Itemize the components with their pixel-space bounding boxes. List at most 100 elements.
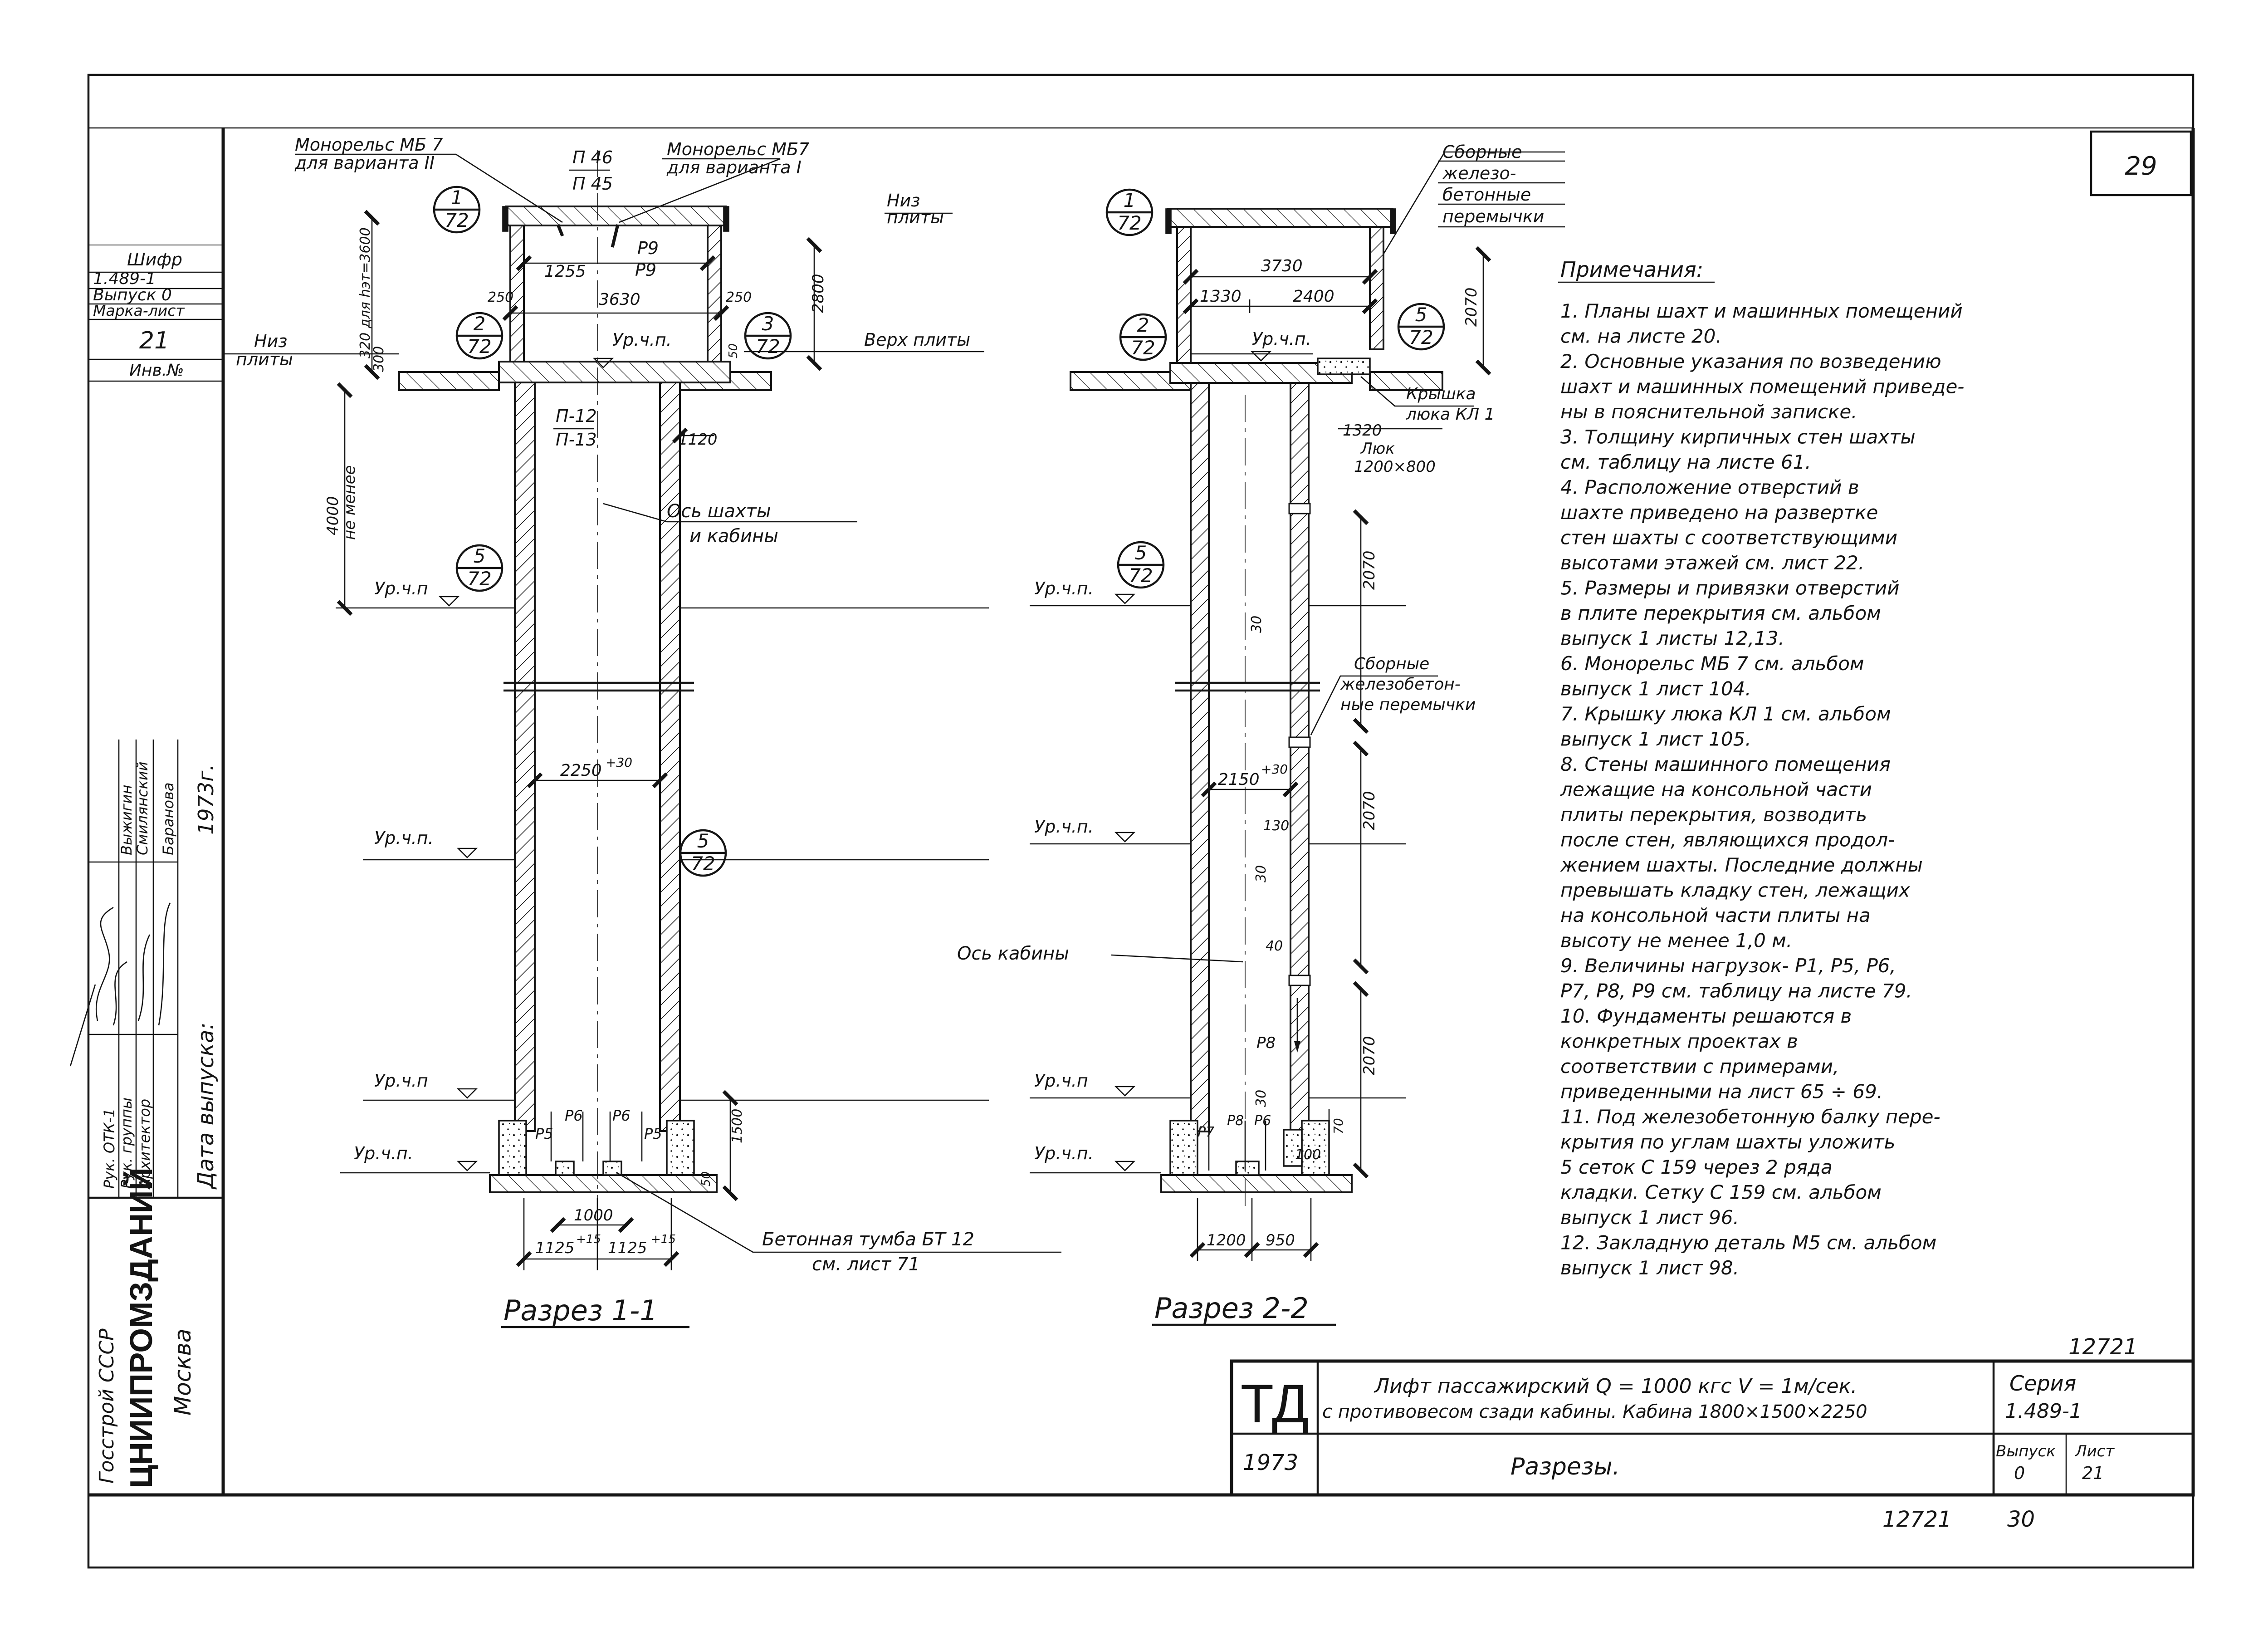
s1-ur-c: Ур.ч.п bbox=[374, 1071, 428, 1091]
s1-tumba-2: см. лист 71 bbox=[812, 1254, 920, 1275]
note-line: Р7, Р8, Р9 см. таблицу на листе 79. bbox=[1560, 980, 1912, 1002]
s2-dim-40: 40 bbox=[1266, 938, 1283, 954]
note-line: после стен, являющихся продол- bbox=[1560, 829, 1895, 851]
s1-monorail-right-2: для варианта I bbox=[666, 157, 802, 177]
org-city: Москва bbox=[170, 1328, 196, 1416]
s1-dim-2250: 2250 bbox=[560, 761, 602, 780]
s2-sborn-4: перемычки bbox=[1442, 206, 1545, 226]
s1-ur-a: Ур.ч.п bbox=[374, 578, 428, 598]
note-line: ны в пояснительной записке. bbox=[1560, 401, 1857, 423]
s2-dim-70: 70 bbox=[1331, 1118, 1346, 1134]
s2-lyuk-2: 1200×800 bbox=[1354, 458, 1436, 476]
s2-sborn-3: бетонные bbox=[1442, 185, 1531, 205]
s1-bubble-1-top: 1 bbox=[451, 186, 463, 209]
s2-bubble-1-top: 1 bbox=[1124, 189, 1136, 211]
s2-p8: Р8 bbox=[1256, 1034, 1276, 1052]
s1-bubble-2-bottom: 72 bbox=[467, 335, 491, 358]
s1-dim-1000: 1000 bbox=[574, 1206, 613, 1225]
note-line: 3. Толщину кирпичных стен шахты bbox=[1560, 426, 1916, 448]
s1-dim-1500: 1500 bbox=[729, 1109, 745, 1143]
issue-year: 1973г. bbox=[194, 764, 218, 835]
s2-dim-1320: 1320 bbox=[1343, 421, 1382, 440]
s2-dim-2070-a: 2070 bbox=[1360, 550, 1378, 590]
s2-sborn-2: железо- bbox=[1442, 163, 1516, 183]
bottom-number-right: 30 bbox=[2007, 1507, 2035, 1532]
s1-tol-15b: +15 bbox=[651, 1233, 676, 1246]
note-line: 5. Размеры и привязки отверстий bbox=[1560, 577, 1900, 599]
s1-p6b: Р6 bbox=[612, 1107, 631, 1124]
note-line: 1. Планы шахт и машинных помещений bbox=[1560, 300, 1963, 322]
s2-dim-1330: 1330 bbox=[1200, 287, 1242, 306]
s1-dim-250-r: 250 bbox=[726, 289, 752, 305]
tb-subtitle: Разрезы. bbox=[1510, 1453, 1620, 1480]
s2-dim-2150-tol: +30 bbox=[1261, 762, 1288, 777]
s1-monorail-right-1: Монорельс МБ7 bbox=[667, 139, 809, 159]
note-line: 9. Величины нагрузок- Р1, Р5, Р6, bbox=[1560, 955, 1896, 977]
s2-dim-2150: 2150 bbox=[1218, 770, 1260, 789]
s2-sborn2-3: ные перемычки bbox=[1340, 696, 1476, 714]
side-strip bbox=[88, 245, 224, 1495]
s1-ur-top: Ур.ч.п. bbox=[612, 330, 672, 350]
tb-sheet-value: 21 bbox=[2082, 1463, 2104, 1483]
s1-p6a: Р6 bbox=[565, 1107, 583, 1124]
issue-label: Выпуск 0 bbox=[93, 286, 172, 304]
s2-lyuk-1: Люк bbox=[1360, 440, 1395, 458]
s1-bubble-4-bottom: 72 bbox=[467, 568, 491, 590]
s2-dim-2400: 2400 bbox=[1293, 287, 1334, 306]
tb-series-label: Серия bbox=[2009, 1371, 2076, 1396]
tb-title-1: Лифт пассажирский Q = 1000 кгс V = 1м/се… bbox=[1374, 1375, 1857, 1398]
s1-tumba-1: Бетонная тумба БТ 12 bbox=[762, 1229, 974, 1250]
s1-tol-15a: +15 bbox=[576, 1233, 601, 1246]
s1-niz-1: Низ bbox=[887, 191, 920, 211]
tb-year: 1973 bbox=[1243, 1450, 1298, 1475]
note-line: стен шахты с соответствующими bbox=[1560, 527, 1897, 549]
s2-dim-2070-c: 2070 bbox=[1360, 1036, 1378, 1075]
note-line: шахте приведено на развертке bbox=[1560, 501, 1878, 524]
issue-date-label: Дата выпуска: bbox=[193, 1023, 219, 1190]
org-main: ЦНИИПРОМЗДАНИЙ bbox=[123, 1167, 159, 1488]
note-line: 8. Стены машинного помещения bbox=[1560, 753, 1891, 775]
org-upper: Госстрой СССР bbox=[95, 1328, 118, 1484]
note-line: кладки. Сетку С 159 см. альбом bbox=[1560, 1181, 1882, 1204]
s2-p6: Р6 bbox=[1254, 1113, 1271, 1129]
note-line: выпуск 1 листы 12,13. bbox=[1560, 627, 1784, 650]
s1-dim-3630: 3630 bbox=[599, 290, 640, 309]
note-line: шахт и машинных помещений приведе- bbox=[1560, 376, 1964, 398]
section-2-2 bbox=[1030, 151, 1565, 1261]
tb-title-2: с противовесом сзади кабины. Кабина 1800… bbox=[1322, 1401, 1867, 1422]
note-line: высотами этажей см. лист 22. bbox=[1560, 552, 1864, 574]
note-line: конкретных проектах в bbox=[1560, 1030, 1798, 1053]
s1-p9b: Р9 bbox=[635, 260, 656, 280]
s1-monorail-left-1: Монорельс МБ 7 bbox=[295, 135, 443, 155]
role-3: Архитектор bbox=[136, 1099, 153, 1190]
s1-p5a: Р5 bbox=[535, 1125, 553, 1142]
s2-p7: Р7 bbox=[1198, 1124, 1214, 1140]
tb-series-value: 1.489-1 bbox=[2005, 1400, 2082, 1423]
s1-dim-1125b: 1125 bbox=[608, 1239, 647, 1257]
s1-p13: П-13 bbox=[556, 430, 597, 450]
section2-bubbles bbox=[1105, 188, 1445, 589]
s2-bubble-2-top: 2 bbox=[1137, 314, 1149, 336]
note-line: плиты перекрытия, возводить bbox=[1560, 803, 1867, 826]
s2-bubble-1-bottom: 72 bbox=[1117, 212, 1141, 234]
s2-ur-c: Ур.ч.п bbox=[1034, 1071, 1088, 1091]
note-line: 12. Закладную деталь М5 см. альбом bbox=[1560, 1232, 1936, 1254]
s1-p46: П 46 bbox=[572, 147, 613, 167]
note-line: выпуск 1 лист 96. bbox=[1560, 1206, 1739, 1229]
s1-bubble-4-top: 5 bbox=[474, 545, 486, 567]
note-line: 11. Под железобетонную балку пере- bbox=[1560, 1106, 1941, 1128]
s1-monorail-left-2: для варианта II bbox=[294, 153, 435, 173]
s1-verh-plity: Верх плиты bbox=[864, 330, 970, 350]
role-2: Рук. группы bbox=[118, 1097, 135, 1189]
code-value: 1.489-1 bbox=[93, 269, 156, 288]
note-line: выпуск 1 лист 98. bbox=[1560, 1257, 1739, 1279]
bottom-number-left: 12721 bbox=[1882, 1507, 1952, 1532]
s2-dim-100: 100 bbox=[1295, 1147, 1321, 1163]
section-1-1 bbox=[225, 150, 1061, 1270]
s2-p8b: Р8 bbox=[1227, 1113, 1244, 1129]
tb-issue-value: 0 bbox=[2014, 1463, 2025, 1483]
s1-bubble-3-top: 3 bbox=[762, 313, 774, 335]
s2-kryshka-1: Крышка bbox=[1406, 385, 1476, 403]
s2-bubble-3-top: 5 bbox=[1415, 304, 1427, 326]
s2-dim-950: 950 bbox=[1266, 1231, 1295, 1249]
